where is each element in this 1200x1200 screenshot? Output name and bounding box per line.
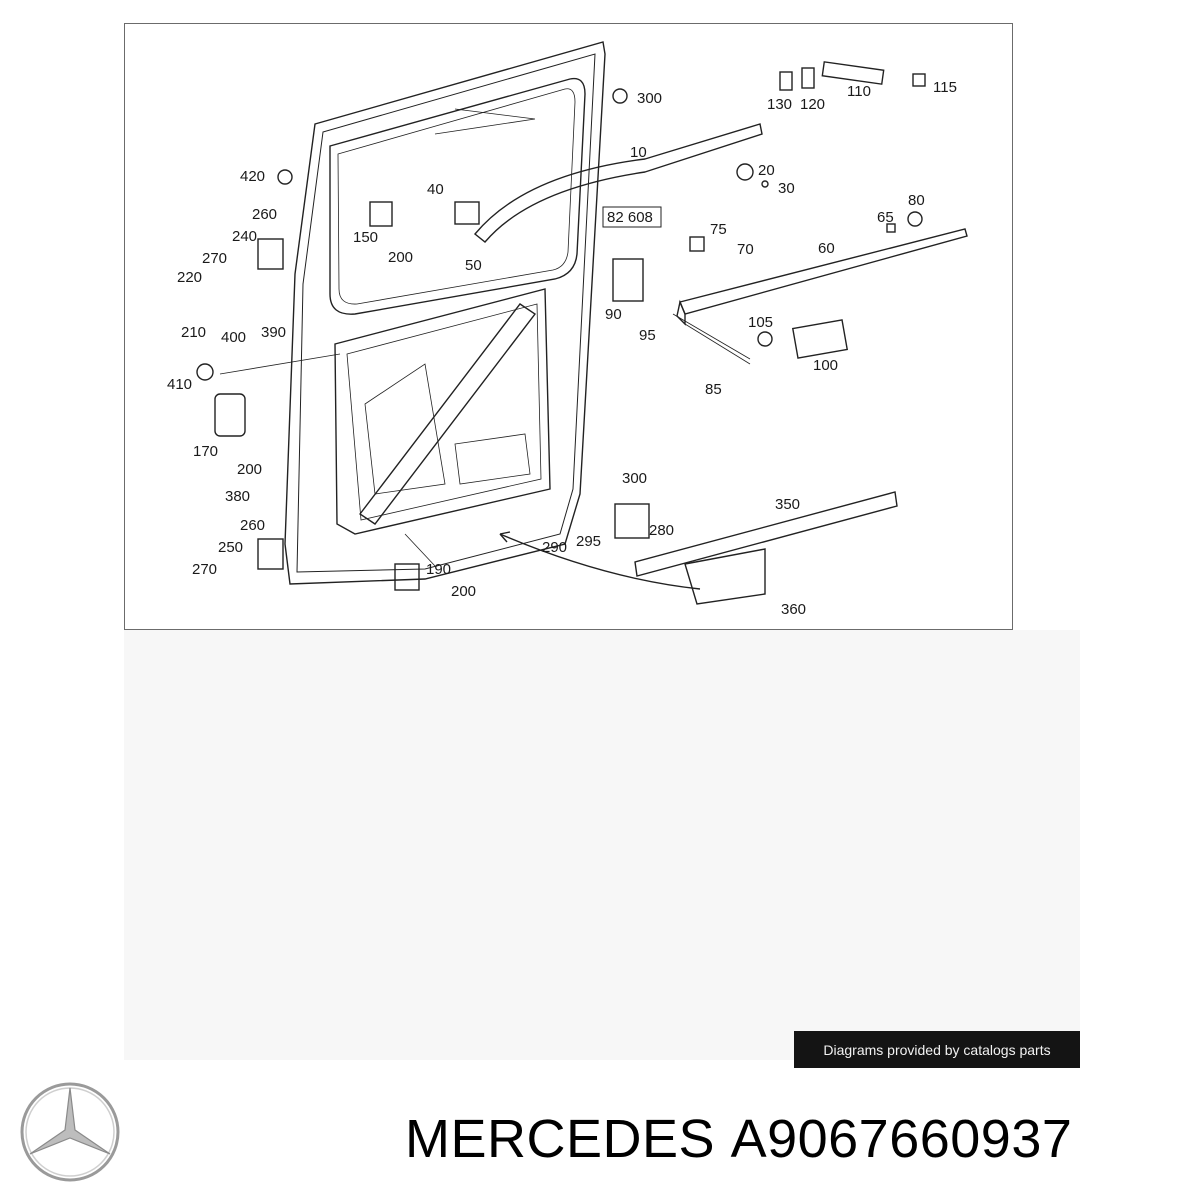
callout-label: 30 [778,180,795,197]
callout-label: 190 [426,561,451,578]
callout-label: 420 [240,168,265,185]
callout-label: 200 [388,249,413,266]
callout-box [602,206,662,228]
callout-label: 350 [775,496,800,513]
callout-label: 130 [767,96,792,113]
callout-label: 82 608 [607,209,653,226]
callout-label: 40 [427,181,444,198]
callout-label: 50 [465,257,482,274]
product-title: MERCEDES A9067660937 [405,1108,1072,1170]
callout-label: 90 [605,306,622,323]
sill-trim [634,491,898,577]
callout-label: 110 [847,83,871,100]
mercedes-star-icon [20,1082,120,1182]
callout-label: 290 [542,539,567,556]
callout-label: 20 [758,162,775,179]
watermark-badge: Diagrams provided by catalogs parts [794,1031,1080,1068]
callout-label: 410 [167,376,192,393]
callout-label: 150 [353,229,378,246]
door-panel [284,41,606,585]
callout-label: 380 [225,488,250,505]
callout-label: 390 [261,324,286,341]
callout-label: 250 [218,539,243,556]
callout-label: 80 [908,192,925,209]
parts-diagram: 300 130 120 110 115 10 20 30 420 40 260 … [167,41,968,618]
callout-label: 10 [630,144,647,161]
callout-label: 65 [877,209,894,226]
callout-label: 300 [637,90,662,107]
window-rail [474,123,763,243]
watermark-text: Diagrams provided by catalogs parts [823,1041,1051,1058]
callout-label: 295 [576,533,601,550]
callout-label: 200 [237,461,262,478]
callout-label: 270 [202,250,227,267]
callout-label: 170 [193,443,218,460]
callout-label: 200 [451,583,476,600]
callout-label: 300 [622,470,647,487]
callout-label: 360 [781,601,806,618]
callout-label: 270 [192,561,217,578]
callout-label: 120 [800,96,825,113]
window-opening [329,77,586,315]
callout-label: 220 [177,269,202,286]
callout-label: 280 [649,522,674,539]
callout-label: 60 [818,240,835,257]
callout-label: 115 [933,79,957,96]
empty-canvas-area [124,630,1080,1060]
callout-label: 210 [181,324,206,341]
callout-label: 260 [240,517,265,534]
part-number: A9067660937 [730,1109,1073,1169]
callout-label: 75 [710,221,727,238]
inner-panel [334,288,551,535]
brand-name: MERCEDES [405,1109,716,1169]
callout-label: 95 [639,327,656,344]
parts-diagram-frame: 300 130 120 110 115 10 20 30 420 40 260 … [124,23,1013,630]
callout-label: 85 [705,381,722,398]
callout-label: 240 [232,228,257,245]
callout-label: 105 [748,314,773,331]
diagonal-brace [358,303,537,525]
callout-label: 100 [813,357,838,374]
callout-label: 260 [252,206,277,223]
callout-label: 400 [221,329,246,346]
callout-label: 70 [737,241,754,258]
